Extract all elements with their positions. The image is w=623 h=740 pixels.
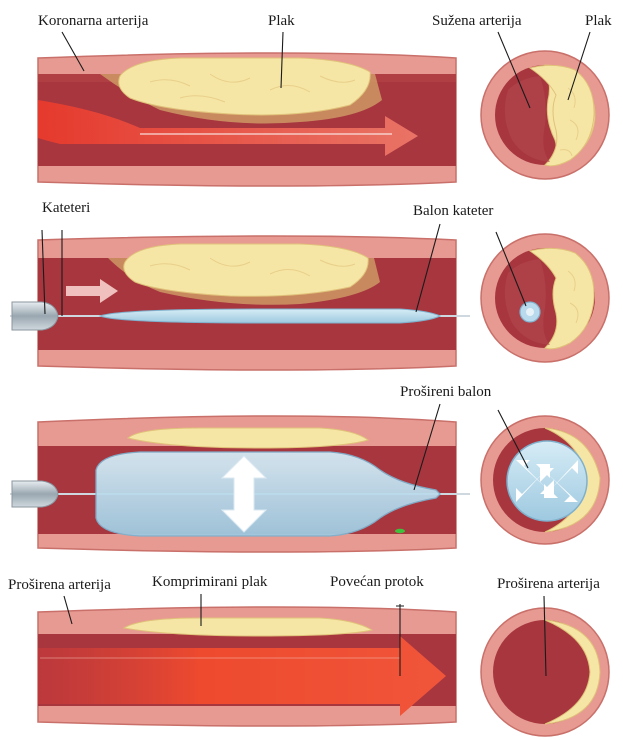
label-plak-top: Plak <box>268 13 295 29</box>
label-suzena-arterija: Sužena arterija <box>432 13 522 29</box>
label-povecan-protok: Povećan protok <box>330 574 424 590</box>
panel-expanded-balloon: Prošireni balon <box>10 384 609 552</box>
label-koronarna-arterija: Koronarna arterija <box>38 13 149 29</box>
panel-widened-artery: Proširena arterija Komprimirani plak Pov… <box>8 574 609 736</box>
cross-section-catheter <box>481 234 609 362</box>
label-plak-circle: Plak <box>585 13 612 29</box>
label-komprimirani-plak: Komprimirani plak <box>152 574 268 590</box>
small-green-mark <box>395 529 405 533</box>
label-prosireni-balon: Prošireni balon <box>400 384 492 400</box>
label-prosirena-arterija-left: Proširena arterija <box>8 577 111 593</box>
label-balon-kateter: Balon kateter <box>413 203 493 219</box>
flow-arrow-icon-2 <box>38 636 446 716</box>
cross-section-narrowed <box>481 51 609 179</box>
cross-section-balloon <box>481 416 609 544</box>
label-kateteri: Kateteri <box>42 200 90 216</box>
catheter-tip-icon-2 <box>12 481 58 507</box>
panel-balloon-catheter: Kateteri Balon kateter <box>10 200 609 370</box>
label-prosirena-arterija-right: Proširena arterija <box>497 576 600 592</box>
panel-narrowed-artery: Koronarna arterija Plak Sužena arterija … <box>38 13 612 186</box>
